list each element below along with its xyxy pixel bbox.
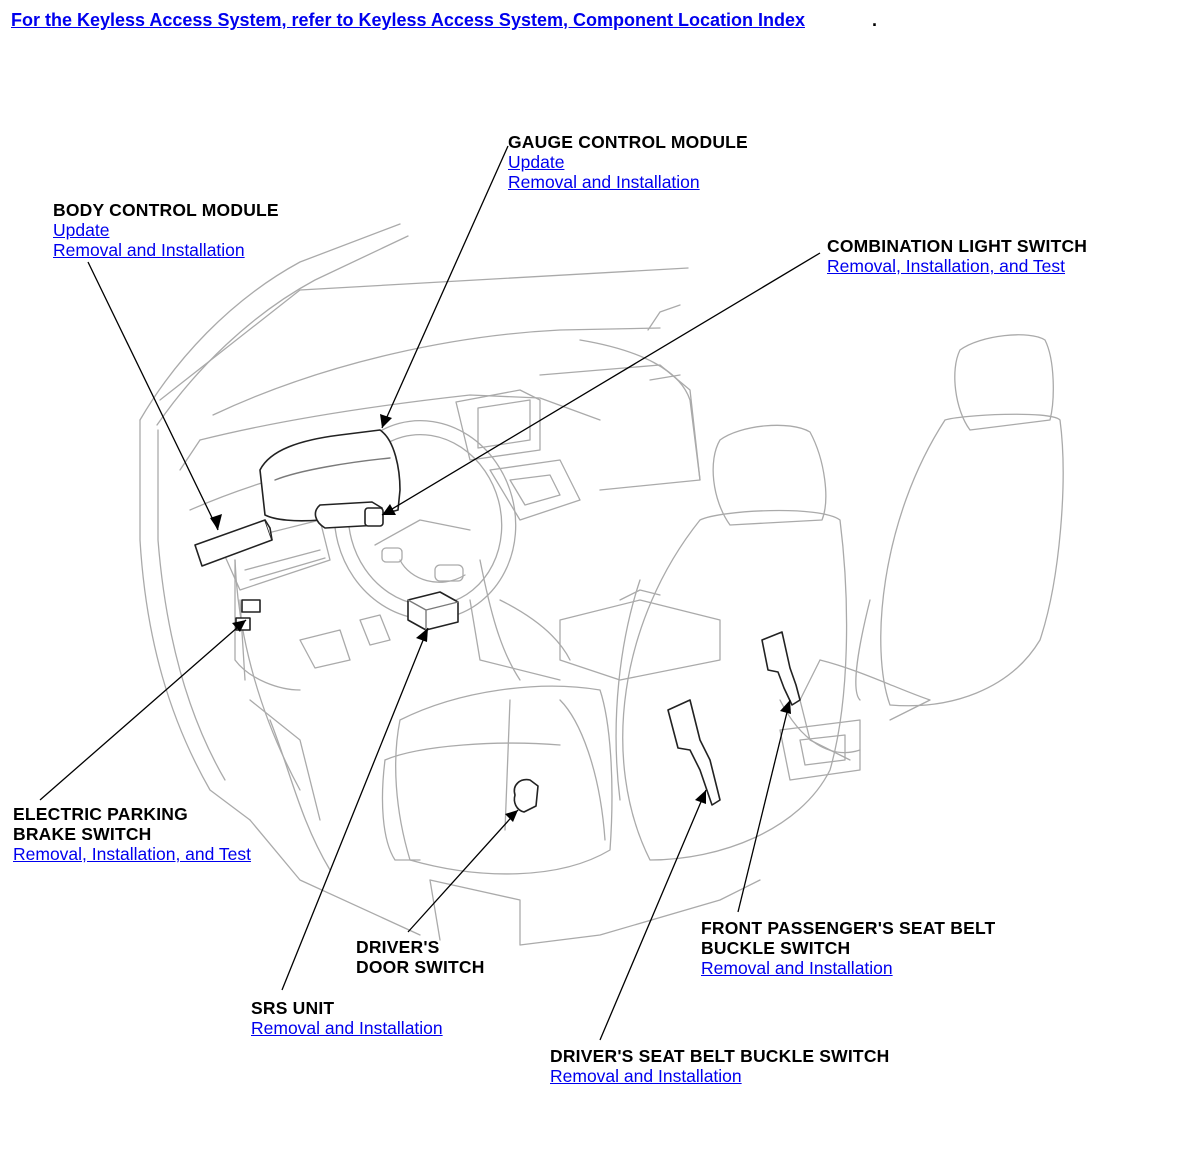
front-passenger-seat-belt-buckle-switch-title-line2: BUCKLE SWITCH: [701, 938, 851, 958]
electric-parking-brake-switch-title-line1: ELECTRIC PARKING: [13, 804, 188, 824]
electric-parking-brake-switch-removal-test-link[interactable]: Removal, Installation, and Test: [13, 844, 252, 864]
driver-seat-cushion-outline: [395, 685, 613, 875]
passenger-seat-belt-buckle-part: [761, 631, 801, 706]
body-control-module-part: [194, 519, 273, 567]
passenger-seatback-outline: [880, 413, 1064, 707]
drivers-door-switch-title-line2: DOOR SWITCH: [356, 957, 485, 977]
front-passenger-seat-belt-buckle-switch-title-line1: FRONT PASSENGER'S SEAT BELT: [701, 918, 996, 938]
electric-parking-brake-switch-title-line2: BRAKE SWITCH: [13, 824, 152, 844]
gauge-control-module-update-link[interactable]: Update: [508, 152, 565, 172]
srs-unit-removal-link[interactable]: Removal and Installation: [251, 1018, 443, 1038]
center-display-outline: [455, 389, 541, 461]
body-control-module-title: BODY CONTROL MODULE: [53, 200, 279, 220]
drivers-seat-belt-buckle-switch-callout: DRIVER'S SEAT BELT BUCKLE SWITCH Removal…: [550, 1046, 890, 1086]
body-control-module-update-link[interactable]: Update: [53, 220, 110, 240]
combination-light-switch-callout: COMBINATION LIGHT SWITCH Removal, Instal…: [827, 236, 1087, 276]
srs-unit-leader: [281, 627, 429, 991]
gauge-control-module-leader: [381, 145, 509, 429]
drivers-seat-belt-buckle-leader: [599, 789, 707, 1041]
srs-unit-part: [407, 591, 459, 631]
electric-parking-brake-switch-part: [241, 599, 261, 613]
front-passenger-seat-belt-buckle-switch-callout: FRONT PASSENGER'S SEAT BELT BUCKLE SWITC…: [701, 918, 995, 978]
combination-light-switch-removal-test-link[interactable]: Removal, Installation, and Test: [827, 256, 1066, 276]
drivers-door-switch-leader: [407, 809, 519, 933]
gauge-control-module-title: GAUGE CONTROL MODULE: [508, 132, 748, 152]
driver-headrest-outline: [712, 424, 827, 526]
passenger-seat-belt-buckle-leader: [737, 699, 791, 913]
a-pillar-outline: [139, 223, 401, 421]
passenger-headrest-outline: [954, 334, 1054, 431]
driver-seatback-outline: [622, 509, 848, 861]
drivers-seat-belt-buckle-switch-title: DRIVER'S SEAT BELT BUCKLE SWITCH: [550, 1046, 890, 1066]
combination-light-switch-leader: [381, 252, 821, 516]
drivers-seat-belt-buckle-part: [667, 699, 721, 806]
body-control-module-leader: [87, 261, 219, 531]
srs-unit-callout: SRS UNIT Removal and Installation: [251, 998, 443, 1038]
srs-unit-title: SRS UNIT: [251, 998, 335, 1018]
drivers-door-switch-title-line1: DRIVER'S: [356, 937, 440, 957]
electric-parking-brake-switch-callout: ELECTRIC PARKING BRAKE SWITCH Removal, I…: [13, 804, 251, 864]
drivers-seat-belt-buckle-switch-removal-link[interactable]: Removal and Installation: [550, 1066, 742, 1086]
front-passenger-seat-belt-buckle-switch-removal-link[interactable]: Removal and Installation: [701, 958, 893, 978]
drivers-door-switch-callout: DRIVER'S DOOR SWITCH: [356, 937, 485, 977]
electric-parking-brake-switch-leader: [39, 619, 247, 801]
body-control-module-callout: BODY CONTROL MODULE Update Removal and I…: [53, 200, 279, 260]
gauge-control-module-removal-link[interactable]: Removal and Installation: [508, 172, 700, 192]
gauge-control-module-callout: GAUGE CONTROL MODULE Update Removal and …: [508, 132, 748, 192]
header-period: .: [872, 10, 878, 30]
combination-light-switch-title: COMBINATION LIGHT SWITCH: [827, 236, 1088, 256]
body-control-module-removal-link[interactable]: Removal and Installation: [53, 240, 245, 260]
drivers-door-switch-part: [513, 778, 539, 813]
gauge-control-module-part: [259, 429, 401, 522]
keyless-access-reference-link[interactable]: For the Keyless Access System, refer to …: [11, 10, 805, 30]
